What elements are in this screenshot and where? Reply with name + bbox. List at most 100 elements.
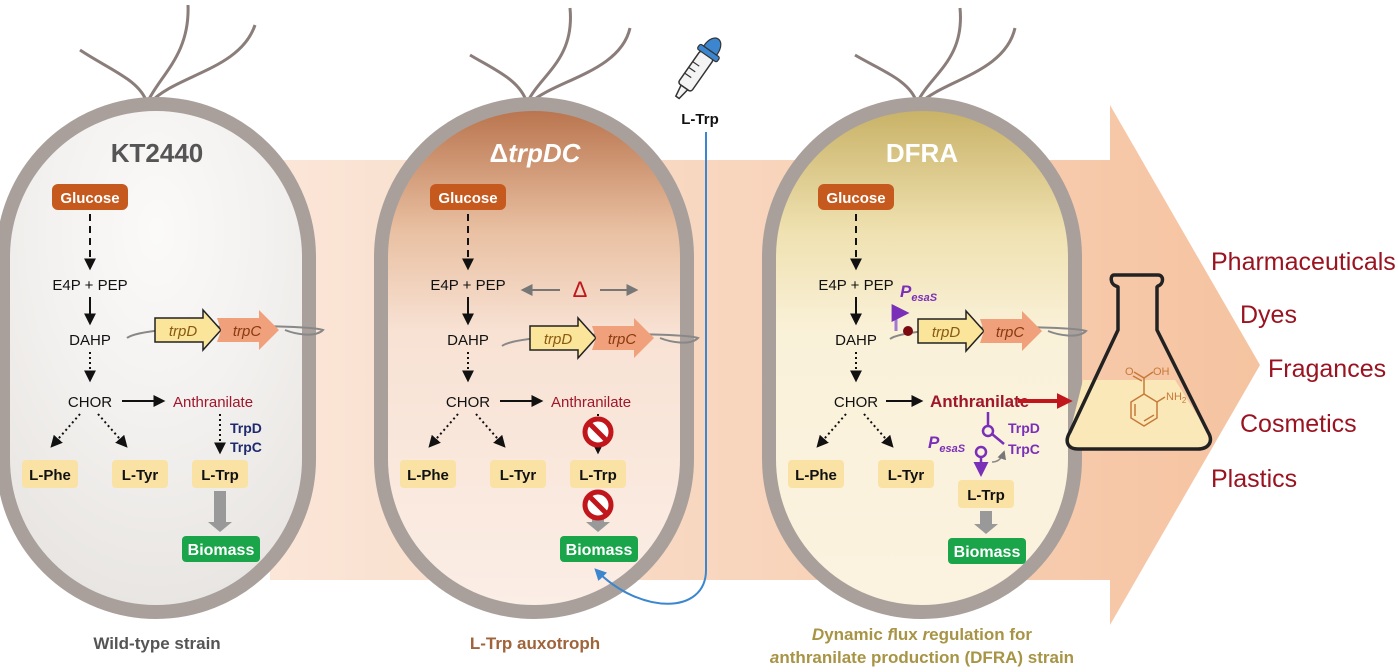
arrow-chor-phe [50,413,81,448]
trp-box [958,480,1014,508]
promoter-p: P [900,282,912,301]
trp-label: L-Trp [201,467,239,484]
cell-title-dfra: DFRA [886,138,958,168]
caption-dfra-line1: Dynamic flux regulation for [812,625,1033,644]
phe-box [788,460,844,488]
enzyme-trpd-label: TrpD [1008,420,1040,436]
flagellum [79,4,257,105]
dropper-icon [674,37,722,100]
dahp-label: DAHP [69,332,111,349]
promoter-sub: esaS [911,292,937,304]
cap-egulation: egulation for [929,625,1032,644]
cell-kt2440 [0,4,316,619]
promoter-label: PesaS [900,282,938,304]
cap-ynamic: ynamic [824,625,887,644]
rbs-dot [903,326,913,336]
dahp-label: DAHP [835,332,877,349]
promoter-arrow [891,304,910,331]
chor-label: CHOR [68,394,112,411]
supplement-label: L-Trp [681,111,719,128]
phe-box [22,460,78,488]
product-dyes: Dyes [1240,301,1297,329]
feedback-arrow [991,450,1006,463]
molecule-o: O [1125,366,1134,378]
glucose-box [818,184,894,210]
tyr-box [490,460,546,488]
e4p-pep-label: E4P + PEP [818,277,893,294]
glucose-box [430,184,506,210]
trp-box [192,460,248,488]
trp-box [570,460,626,488]
cell-dfra [762,7,1082,619]
blocked-icon [582,489,614,521]
product-plastics: Plastics [1211,465,1297,493]
arrow-trp-biomass [974,511,998,534]
flagellum [469,7,632,105]
cell-wall [0,97,316,619]
product-pharmaceuticals: Pharmaceuticals [1211,248,1396,276]
title-gene: trpDC [508,138,581,168]
cap-nthranilate: nthranilate production (DFRA) strain [779,648,1074,667]
biomass-box [182,536,260,562]
caption-kt2440: Wild-type strain [93,634,220,653]
dahp-label: DAHP [447,332,489,349]
cap-r: r [922,625,930,644]
arrow-chor-phe [816,413,847,448]
enzyme-trpd-label: TrpD [230,420,262,436]
arrow-trp-biomass [208,491,232,532]
gene-trpd-arrow [529,316,598,360]
deletion-symbol: Δ [573,277,588,302]
nh: NH [1166,391,1182,403]
flask-icon: O OH NH2 [1065,273,1213,451]
caption-delta-trpdc: L-Trp auxotroph [470,634,600,653]
anthranilate-label: Anthranilate [930,392,1029,411]
molecule-nh2: NH2 [1166,391,1187,405]
arrow-chor-tyr [97,413,128,448]
promoter-sub: esaS [939,443,965,455]
biomass-label: Biomass [954,544,1021,561]
arrow-chor-tyr [475,413,506,448]
gene-trpc-arrow [592,318,654,358]
delta-symbol: Δ [490,138,509,168]
phe-label: L-Phe [29,467,71,484]
tyr-label: L-Tyr [888,467,925,484]
nh-sub: 2 [1182,396,1187,405]
gene-trpc-arrow [217,310,279,350]
gene-trpd-arrow [917,309,986,353]
cap-a: a [770,648,779,667]
blocked-icon [582,416,614,448]
arrow-chor-phe [428,413,459,448]
anthranilate-label: Anthranilate [173,394,253,411]
arrow-chor-tyr [863,413,894,448]
chor-label: CHOR [834,394,878,411]
glucose-label: Glucose [60,190,119,207]
tyr-label: L-Tyr [500,467,537,484]
tyr-box [112,460,168,488]
glucose-label: Glucose [826,190,885,207]
biomass-label: Biomass [566,542,633,559]
product-cosmetics: Cosmetics [1240,410,1357,438]
gene-trpd-label: trpD [932,324,961,341]
cell-title-delta-trpdc: ΔtrpDC [490,138,582,168]
phe-label: L-Phe [795,467,837,484]
gene-trpd-arrow [154,308,223,352]
cap-d: D [812,625,824,644]
gene-trpc-label: trpC [996,324,1025,341]
gene-trpc-arrow [980,311,1042,351]
phe-label: L-Phe [407,467,449,484]
biomass-box [948,538,1026,564]
flask-liquid [1067,380,1211,448]
trp-label: L-Trp [579,467,617,484]
gene-trpd-label: trpD [169,323,198,340]
cell-wall [762,97,1082,619]
regulator-lever [991,433,1005,445]
molecule-oh: OH [1153,366,1170,378]
chor-label: CHOR [446,394,490,411]
glucose-label: Glucose [438,190,497,207]
biomass-box [560,536,638,562]
product-fragances: Fragances [1268,355,1386,383]
flask-outline [1065,273,1213,451]
glucose-box [52,184,128,210]
